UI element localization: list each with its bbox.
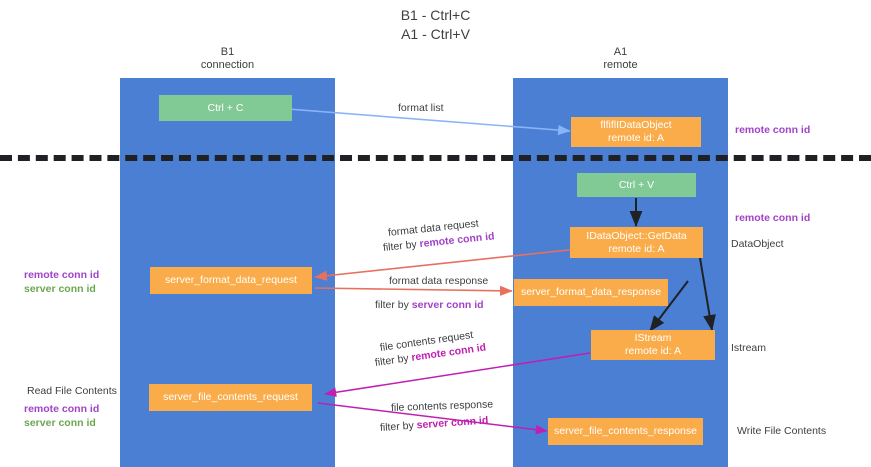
caption-dataobject: DataObject xyxy=(731,238,784,250)
arrow-format-data-response xyxy=(314,285,513,296)
istream-node[interactable]: IStream remote id: A xyxy=(591,330,715,360)
edge-label-format-data-response: format data response xyxy=(389,275,489,287)
filter-prefix-2: filter by xyxy=(375,299,412,311)
connid-remote-format: remote conn id xyxy=(24,269,100,281)
dashed-separator xyxy=(0,155,871,161)
edge-label-file-contents-response: file contents response xyxy=(390,398,494,414)
ctrl-c-node[interactable]: Ctrl + C xyxy=(159,95,292,121)
filter-key-server-conn-id-2: server conn id xyxy=(416,414,489,432)
ctrl-v-node[interactable]: Ctrl + V xyxy=(577,173,696,197)
filter-prefix-4: filter by xyxy=(379,419,418,434)
edge-label-format-data-response-filter: filter by server conn id xyxy=(375,298,484,312)
server-format-data-response-node[interactable]: server_format_data_response xyxy=(514,279,668,306)
caption-remote-conn-id-top: remote conn id xyxy=(735,124,811,136)
filter-prefix-1: filter by xyxy=(382,238,421,254)
connid-server-format: server conn id xyxy=(24,283,96,295)
caption-read-file-contents: Read File Contents xyxy=(27,385,117,397)
idataobject-node[interactable]: ﬂﬁﬂIDataObject remote id: A xyxy=(571,117,701,147)
filter-prefix-3: filter by xyxy=(374,351,413,369)
server-format-data-request-node[interactable]: server_format_data_request xyxy=(150,267,312,294)
connid-stack-format: remote conn id server conn id xyxy=(24,268,99,296)
lane-header-b1: B1 connection xyxy=(200,46,255,71)
filter-key-server-conn-id-1: server conn id xyxy=(411,299,484,311)
connid-stack-file: remote conn id server conn id xyxy=(24,402,99,430)
connid-remote-file: remote conn id xyxy=(24,403,100,415)
edge-label-file-contents-response-filter: filter by server conn id xyxy=(380,413,489,435)
lane-header-a1: A1 remote xyxy=(603,46,638,71)
edge-label-format-list: format list xyxy=(398,102,444,114)
server-file-contents-request-node[interactable]: server_file_contents_request xyxy=(149,384,312,411)
server-file-contents-response-node[interactable]: server_file_contents_response xyxy=(548,418,703,445)
diagram-title: B1 - Ctrl+C A1 - Ctrl+V xyxy=(400,7,471,42)
caption-remote-conn-id-mid: remote conn id xyxy=(735,212,811,224)
caption-write-file-contents: Write File Contents xyxy=(737,425,827,437)
idataobject-getdata-node[interactable]: IDataObject::GetData remote id: A xyxy=(570,227,703,258)
connid-server-file: server conn id xyxy=(24,417,96,429)
caption-istream: Istream xyxy=(731,342,767,354)
